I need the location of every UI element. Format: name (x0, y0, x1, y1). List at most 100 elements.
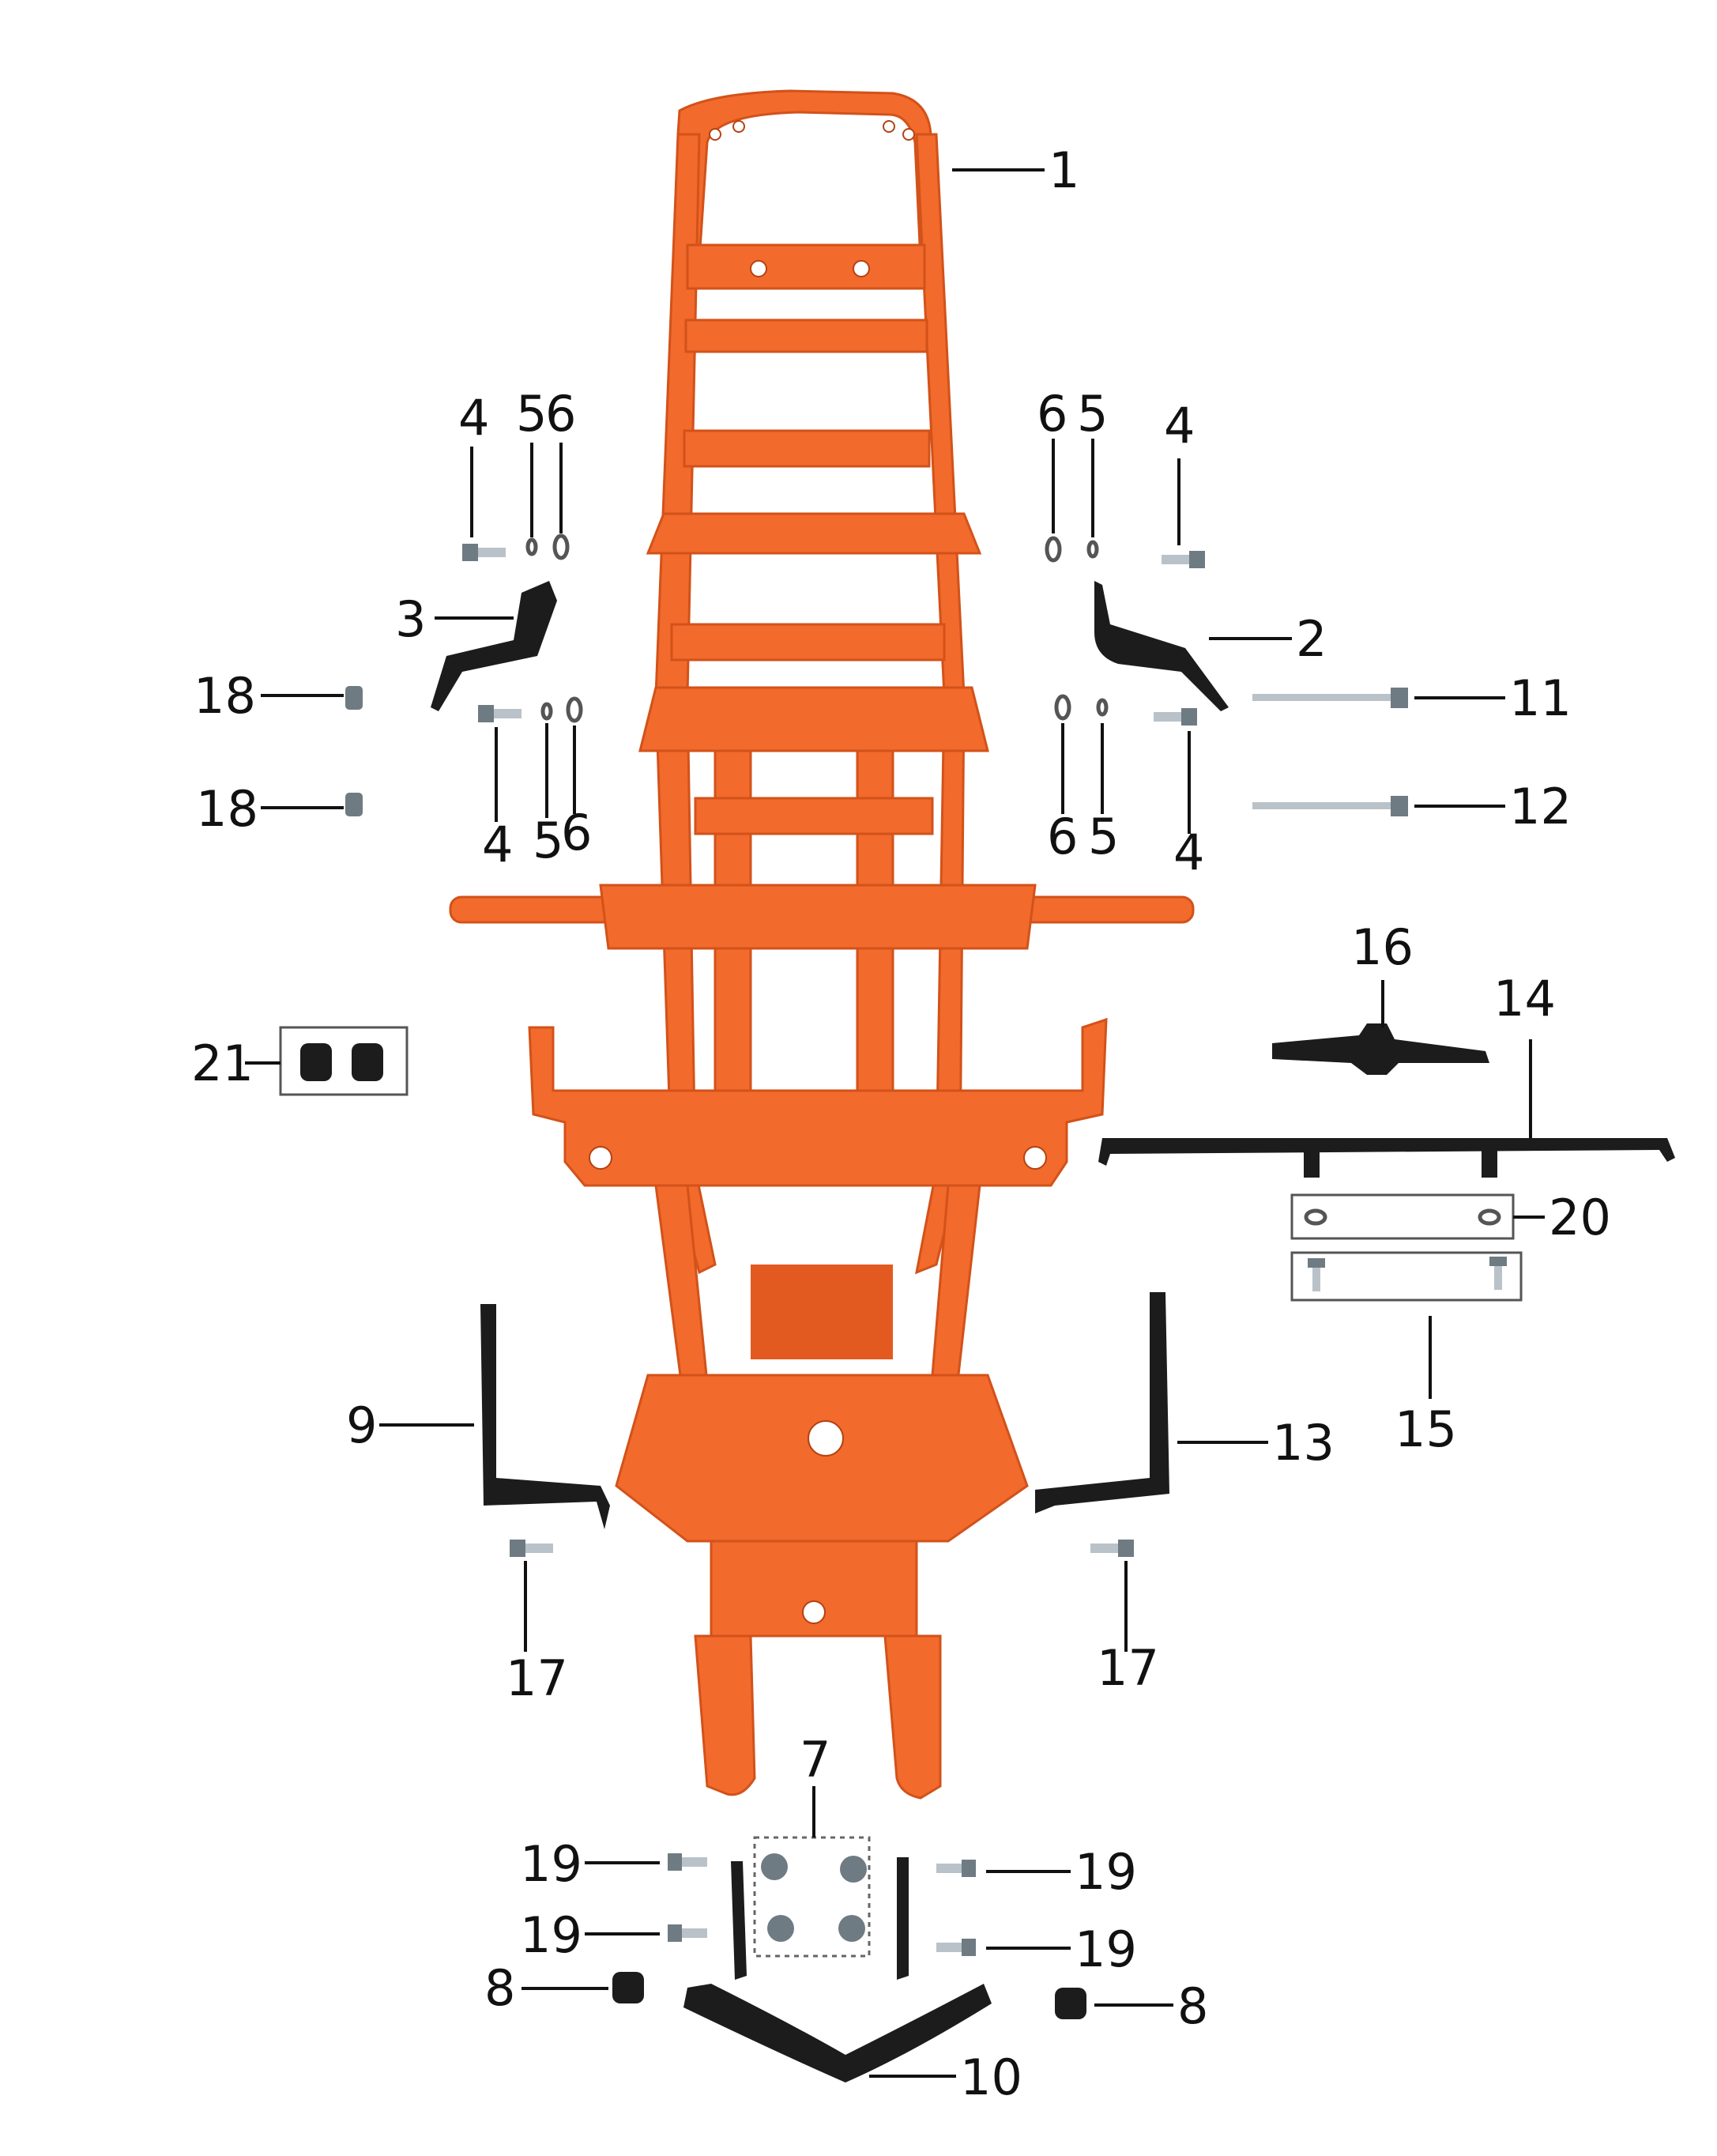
frame-cross-1 (686, 243, 926, 290)
frame-hole (750, 260, 767, 277)
callout-18-lower: 18 (196, 780, 258, 838)
callout-4-lower-left: 4 (482, 816, 513, 873)
bolt-head (510, 1540, 525, 1557)
bolt (682, 1857, 707, 1867)
long-bolt-12 (1252, 802, 1395, 809)
nut-upper (345, 686, 363, 710)
small-bracket (1272, 1023, 1489, 1075)
bolt (936, 1943, 962, 1952)
frame-hole (883, 120, 895, 133)
side-bracket-left (431, 581, 557, 711)
screw-box (1290, 1251, 1523, 1302)
nut (767, 1915, 794, 1942)
callout-19-upper-left: 19 (520, 1835, 582, 1893)
frame-hole (802, 1600, 826, 1624)
bolt (1090, 1544, 1118, 1553)
frame-hole (853, 260, 870, 277)
callout-6-upper-right: 6 (1037, 385, 1067, 443)
callout-9: 9 (346, 1396, 377, 1454)
frame-cross-4 (646, 512, 982, 555)
long-bar-tab (1482, 1142, 1497, 1178)
flat-washer (566, 696, 583, 723)
long-bolt-11 (1252, 694, 1395, 701)
grommet (300, 1043, 332, 1081)
washer (1478, 1208, 1501, 1226)
callout-19-upper-right: 19 (1075, 1843, 1137, 1901)
callout-11: 11 (1509, 669, 1572, 727)
lock-washer (540, 702, 553, 721)
long-bar-tab (1304, 1142, 1320, 1178)
callout-1: 1 (1049, 141, 1079, 199)
rubber-cap-right (1055, 1988, 1086, 2019)
flat-washer (1045, 536, 1062, 563)
callout-12: 12 (1509, 778, 1572, 835)
callout-5-upper-right: 5 (1077, 385, 1108, 443)
callout-10: 10 (960, 2049, 1022, 2106)
bolt (525, 1544, 553, 1553)
bolt-head (1189, 551, 1205, 568)
frame-hole (709, 128, 721, 141)
frame-lower-plate (751, 1265, 893, 1359)
frame-rear-right-leg (883, 1634, 942, 1800)
callout-17-left: 17 (506, 1649, 568, 1707)
nut (838, 1915, 865, 1942)
frame-lower-box (615, 1374, 1029, 1543)
bolt (474, 548, 506, 557)
bolt (1162, 555, 1193, 564)
frame-hole (589, 1146, 612, 1170)
callout-15: 15 (1395, 1400, 1457, 1458)
callout-16: 16 (1351, 918, 1414, 976)
callout-17-right: 17 (1097, 1639, 1159, 1697)
callout-14: 14 (1493, 970, 1556, 1027)
callout-6-upper-left: 6 (545, 385, 576, 443)
frame-cross-6 (694, 797, 934, 835)
callout-18-upper: 18 (194, 667, 256, 725)
screw (1494, 1266, 1502, 1290)
frame-cross-2 (684, 318, 928, 353)
callout-19-lower-right: 19 (1075, 1920, 1137, 1978)
callout-3: 3 (395, 590, 426, 648)
screw (1312, 1268, 1320, 1291)
u-bar-right-upright (897, 1857, 909, 1980)
bolt (936, 1864, 962, 1873)
screw (1489, 1257, 1507, 1266)
frame-center-plate (599, 884, 1037, 950)
flat-washer (552, 533, 570, 560)
bolt (1154, 712, 1185, 722)
nut (761, 1853, 788, 1880)
callout-4-upper-left: 4 (458, 389, 489, 447)
grommet-box (279, 1026, 409, 1096)
lower-bracket-left (480, 1304, 610, 1529)
callout-4-lower-right: 4 (1173, 824, 1204, 881)
callout-20: 20 (1549, 1189, 1611, 1246)
frame-top-loop (676, 89, 938, 262)
long-bolt-12-head (1391, 796, 1408, 816)
nut-lower (345, 793, 363, 816)
flat-washer (1054, 694, 1071, 721)
bolt-head (962, 1860, 976, 1877)
callout-5-upper-left: 5 (516, 385, 547, 443)
callout-19-lower-left: 19 (520, 1906, 582, 1964)
bolt-head (962, 1939, 976, 1956)
frame-rear-left-leg (694, 1634, 756, 1796)
washer (1304, 1208, 1327, 1226)
long-support-bar (1098, 1138, 1675, 1166)
callout-labels: 1 2 3 4 5 6 4 5 6 6 5 4 6 5 4 7 8 8 9 10… (191, 141, 1611, 2106)
bolt-head (668, 1924, 682, 1942)
frame-cross-3 (683, 429, 931, 468)
u-bar (683, 1984, 992, 2082)
lower-bracket-right (1035, 1292, 1169, 1513)
grommet (352, 1043, 383, 1081)
lock-washer (525, 537, 538, 556)
callout-13: 13 (1272, 1414, 1335, 1472)
callout-5-lower-right: 5 (1088, 808, 1119, 865)
frame-hole (732, 120, 745, 133)
callout-5-lower-left: 5 (533, 812, 563, 869)
frame-cross-5 (670, 623, 946, 662)
screw (1308, 1258, 1325, 1268)
bolt-head (462, 544, 478, 561)
callout-2: 2 (1296, 610, 1327, 668)
bolt (490, 709, 522, 718)
callout-8-right: 8 (1177, 1977, 1208, 2035)
side-bracket-right (1094, 581, 1229, 711)
